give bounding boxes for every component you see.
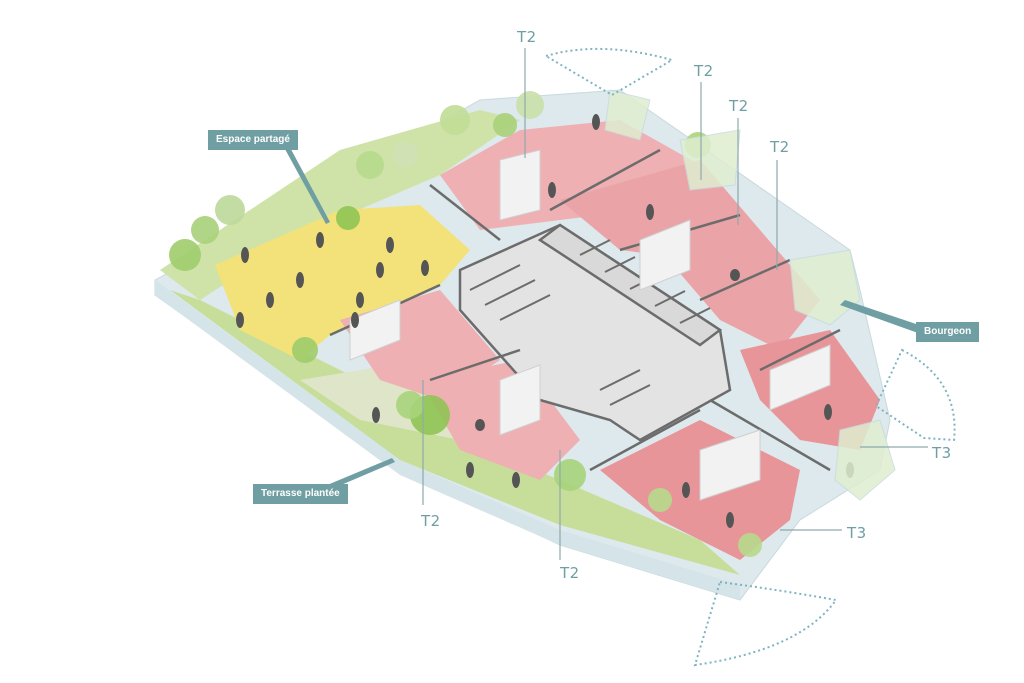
unit-label-t2: T2 xyxy=(694,62,714,80)
unit-label-t2: T2 xyxy=(517,28,537,46)
leader-lines xyxy=(422,48,928,560)
unit-label-t2: T2 xyxy=(729,97,749,115)
trees xyxy=(169,91,762,557)
unit-label-t2: T2 xyxy=(560,564,580,582)
callout-espace-partage: Espace partagé xyxy=(208,130,298,150)
corridor-core xyxy=(458,223,732,442)
unit-label-t3: T3 xyxy=(847,524,867,542)
people xyxy=(236,114,854,528)
unit-label-t2: T2 xyxy=(421,512,441,530)
unit-label-t2: T2 xyxy=(770,138,790,156)
shared-space-floor xyxy=(215,205,470,360)
callout-terrasse-plantee: Terrasse plantée xyxy=(253,484,348,504)
bourgeon-bays xyxy=(604,89,896,501)
unit-label-t3: T3 xyxy=(932,444,952,462)
partition-walls xyxy=(349,149,831,501)
dashed-arcs xyxy=(543,47,956,667)
callout-bourgeon: Bourgeon xyxy=(916,322,980,342)
